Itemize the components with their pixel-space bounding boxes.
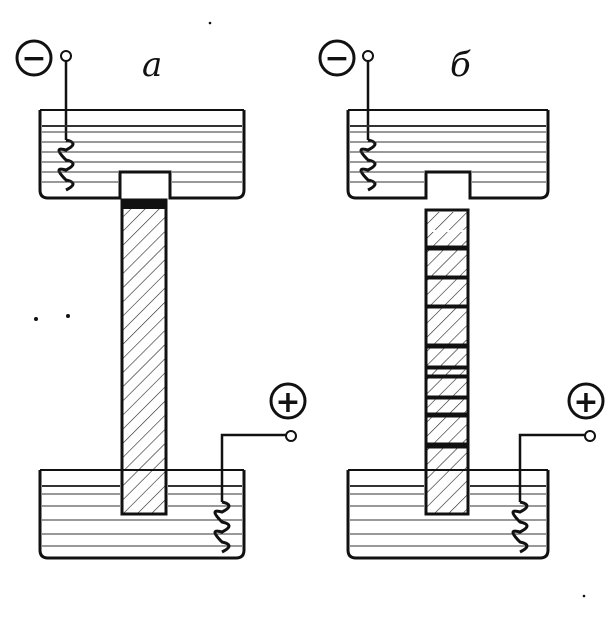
zone-2: [426, 232, 468, 246]
top-tank-wall-a: [38, 110, 246, 200]
zone-7: [426, 369, 468, 375]
zone-5: [426, 308, 468, 344]
minus-terminal-icon: [318, 39, 356, 77]
bottom-coil-a: [213, 500, 231, 554]
top-tank-wall-b: [346, 110, 550, 200]
top-electrode-a: −: [15, 39, 75, 192]
panel-a: а −: [15, 39, 307, 560]
minus-sign: −: [324, 41, 349, 76]
bottom-tank-a: [38, 469, 246, 560]
bottom-terminal-post-a: [285, 430, 297, 442]
band-8: [425, 412, 469, 418]
top-tank-b: [346, 109, 550, 200]
plus-sign: +: [275, 385, 300, 420]
bottom-coil-b: [511, 500, 529, 554]
top-buffer-liquid-a: [42, 125, 242, 183]
minus-sign: −: [21, 41, 46, 76]
bottom-terminal-post-b: [584, 430, 596, 442]
plus-terminal-icon: [269, 382, 307, 420]
bottom-electrode-a: +: [213, 382, 307, 554]
sample-band-a: [122, 200, 166, 209]
bottom-tank-wall-a: [38, 470, 246, 560]
panel-label-b: б: [450, 45, 471, 85]
zone-11: [426, 448, 468, 514]
bottom-buffer-liquid-a: [42, 485, 242, 547]
zone-9: [426, 399, 468, 413]
gel-column-a: [120, 198, 168, 516]
column-b: [424, 208, 470, 516]
top-electrode-b: −: [318, 39, 377, 192]
column-a: [120, 198, 168, 516]
band-7: [425, 395, 469, 400]
plus-terminal-icon: [567, 382, 605, 420]
bottom-electrode-b: +: [511, 382, 605, 554]
zone-8: [426, 378, 468, 396]
band-2: [425, 275, 469, 280]
zone-6: [426, 348, 468, 366]
top-coil-a: [57, 138, 75, 192]
bottom-electrode-wire-a: [220, 433, 286, 502]
band-4: [425, 343, 469, 349]
panel-label-a: а: [142, 45, 162, 85]
band-3: [425, 304, 469, 309]
scan-specks: [34, 21, 586, 598]
top-terminal-post-a: [60, 50, 72, 62]
separated-zones-b: [425, 212, 469, 514]
minus-terminal-icon: [15, 39, 53, 77]
zone-10: [426, 417, 468, 443]
top-coil-b: [359, 138, 377, 192]
gel-column-outline-b: [424, 208, 470, 516]
top-terminal-post-b: [362, 50, 374, 62]
band-9: [425, 442, 469, 449]
zone-3: [426, 250, 468, 276]
top-buffer-liquid-b: [350, 125, 546, 183]
top-tank-a: [38, 109, 246, 200]
plus-sign: +: [573, 385, 598, 420]
bottom-electrode-wire-b: [518, 433, 585, 502]
bottom-tank-wall-b: [346, 470, 550, 560]
panel-b: б −: [318, 39, 605, 560]
zone-1: [426, 212, 468, 230]
band-5: [425, 365, 469, 370]
zone-4: [426, 279, 468, 305]
band-6: [425, 374, 469, 379]
band-1: [425, 245, 469, 251]
